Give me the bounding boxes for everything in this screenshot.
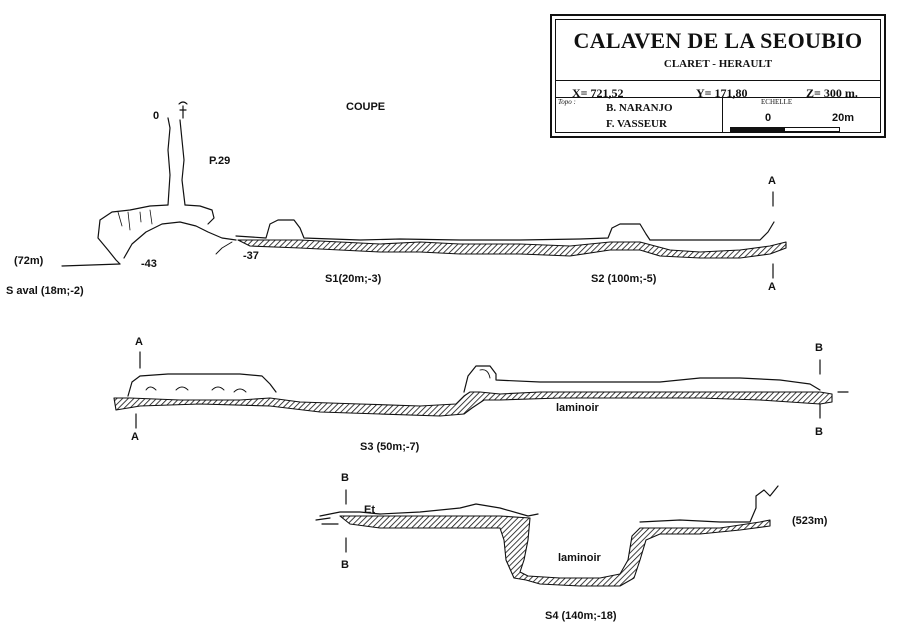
- marker-a-row1-bottom: A: [768, 281, 776, 293]
- entrance-depth-label: 0: [153, 110, 160, 122]
- title-cartouche: CALAVEN DE LA SEOUBIO CLARET - HERAULT X…: [550, 14, 886, 138]
- marker-b-row2-top: B: [815, 342, 823, 354]
- row2-cave-profile: [127, 365, 821, 397]
- marker-a-row1-top: A: [768, 175, 776, 187]
- cave-location: CLARET - HERAULT: [663, 58, 773, 70]
- depth-37-label: -37: [243, 250, 259, 262]
- author-2: F. VASSEUR: [606, 118, 667, 130]
- entrance-symbol: [178, 101, 188, 119]
- cave-title: CALAVEN DE LA SEOUBIO: [573, 28, 863, 53]
- s3-label: S3 (50m;-7): [360, 441, 420, 453]
- scale-label: ECHELLE: [761, 98, 793, 106]
- laminoir-2-label: laminoir: [558, 552, 601, 564]
- length-523-label: (523m): [792, 515, 828, 527]
- cartouche-vertical-divider: [722, 97, 723, 132]
- row3-left-entry: [315, 517, 339, 525]
- s-aval-floor: [61, 263, 121, 267]
- row1-cave-profile: [61, 101, 775, 267]
- author-1: B. NARANJO: [606, 102, 673, 114]
- scale-end: 20m: [832, 112, 855, 124]
- marker-a-row2-bottom: A: [131, 431, 139, 443]
- et-label: Et: [364, 504, 375, 516]
- topo-label: Topo :: [558, 98, 576, 106]
- scale-bar-fill: [731, 128, 785, 131]
- row2-blocks: [145, 369, 491, 393]
- s1-label: S1(20m;-3): [325, 273, 382, 285]
- laminoir-1-label: laminoir: [556, 402, 599, 414]
- marker-b-row3-bottom: B: [341, 559, 349, 571]
- row1-gallery-roof: [235, 219, 775, 241]
- x-coordinate: X= 721,52: [572, 86, 624, 100]
- section-cut-lines: [135, 191, 821, 553]
- marker-b-row3-top: B: [341, 472, 349, 484]
- marker-a-row2-top: A: [135, 336, 143, 348]
- marker-b-row2-bottom: B: [815, 426, 823, 438]
- scale-bar: [730, 127, 840, 132]
- row3-floor-rock: [339, 515, 771, 587]
- s4-label: S4 (140m;-18): [545, 610, 617, 622]
- scale-start: 0: [765, 112, 772, 124]
- entrance-shaft: [167, 117, 186, 206]
- row3-cave-profile: [319, 485, 779, 523]
- inner-dome: [123, 221, 237, 259]
- s-aval-label: S aval (18m;-2): [6, 285, 84, 297]
- cartouche-divider-top: [556, 80, 880, 81]
- length-72-label: (72m): [14, 255, 44, 267]
- pit-label: P.29: [209, 155, 231, 167]
- row2-gallery-roof: [127, 365, 821, 397]
- row2-floor-rock: [113, 391, 833, 417]
- row1-floor-rock: [237, 239, 787, 259]
- depth-43-label: -43: [141, 258, 157, 270]
- upper-chamber: [97, 204, 215, 265]
- cartouche-divider-bottom: [556, 97, 880, 98]
- cartouche-inner-frame: CALAVEN DE LA SEOUBIO CLARET - HERAULT X…: [555, 19, 881, 133]
- view-label: COUPE: [346, 101, 386, 113]
- z-coordinate: Z= 300 m.: [806, 86, 858, 100]
- s2-label: S2 (100m;-5): [591, 273, 657, 285]
- y-coordinate: Y= 171,80: [696, 86, 748, 100]
- row3-gallery-roof: [319, 485, 779, 523]
